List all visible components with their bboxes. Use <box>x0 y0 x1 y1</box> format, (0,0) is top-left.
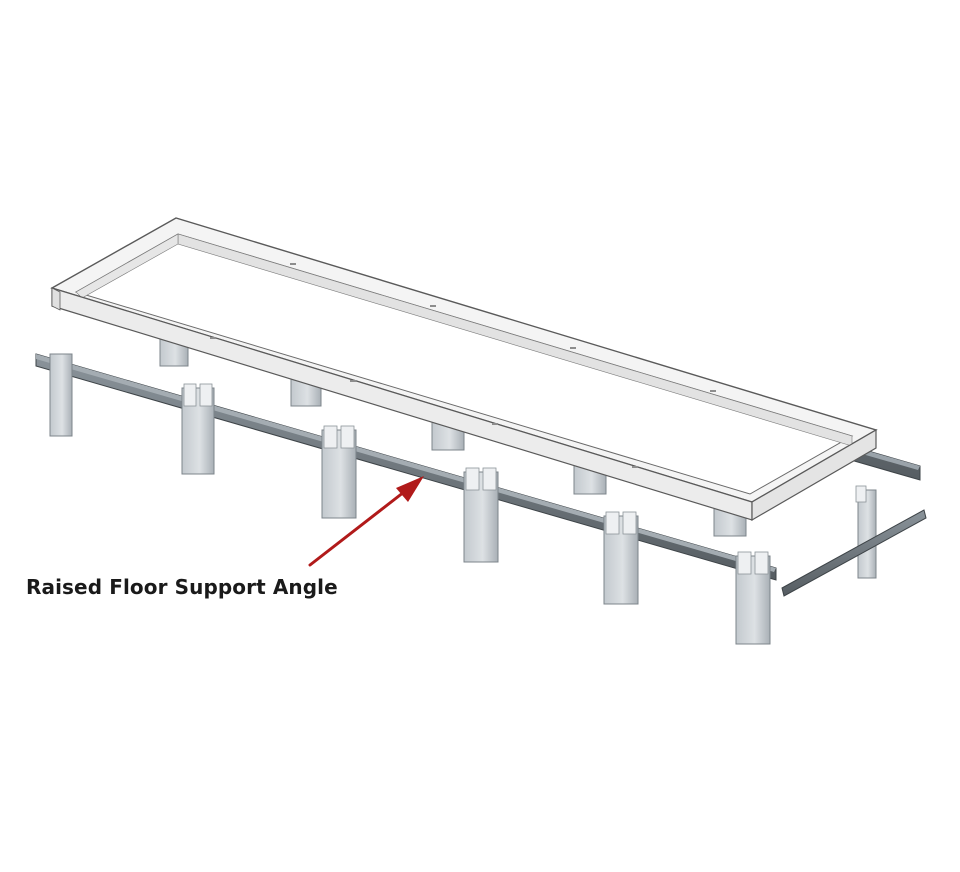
front-post-6 <box>735 551 771 645</box>
front-post-row <box>49 353 771 645</box>
exploded-short-angle <box>781 509 927 597</box>
raised-floor-frame <box>50 217 878 522</box>
front-post-4 <box>463 467 499 563</box>
exploded-end-post <box>855 485 877 579</box>
front-post-5 <box>603 511 639 605</box>
callout-label: Raised Floor Support Angle <box>26 575 338 599</box>
callout-arrow-icon <box>308 476 424 567</box>
front-support-angle <box>35 353 777 581</box>
front-post-3 <box>321 425 357 519</box>
front-post-1 <box>49 353 73 437</box>
front-post-2 <box>181 383 215 475</box>
